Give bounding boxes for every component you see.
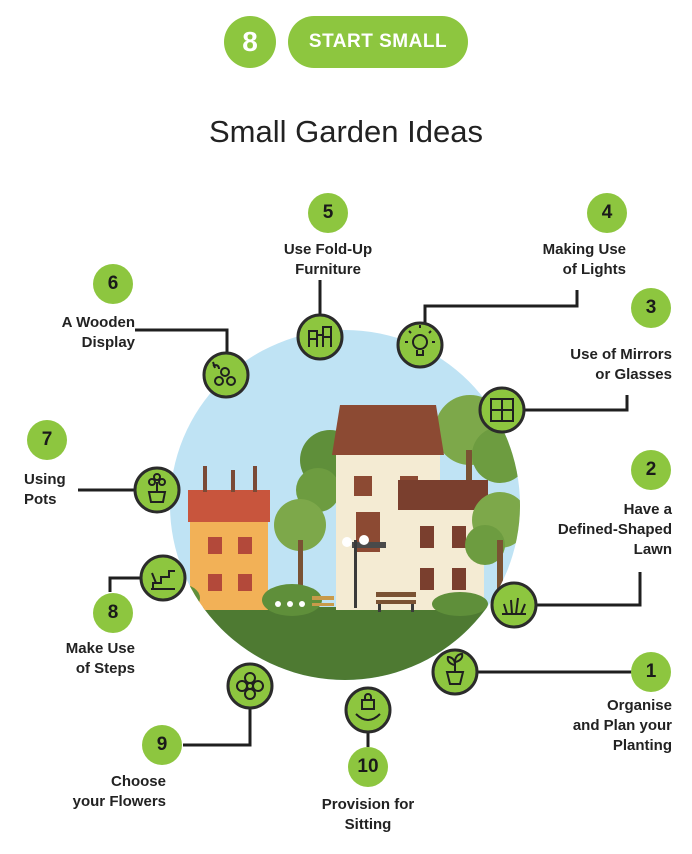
page-title: Small Garden Ideas xyxy=(209,114,483,149)
idea-number-10: 10 xyxy=(348,747,388,787)
idea-number-2: 2 xyxy=(631,450,671,490)
grass-icon xyxy=(502,597,526,615)
flower-icon xyxy=(236,672,264,700)
icon-circle-10 xyxy=(344,686,392,734)
icon-circle-6 xyxy=(202,351,250,399)
icon-circle-1 xyxy=(431,648,479,696)
steps-icon xyxy=(151,570,175,590)
idea-number-1: 1 xyxy=(631,652,671,692)
idea-number-4: 4 xyxy=(587,193,627,233)
icon-circle-9 xyxy=(226,662,274,710)
idea-number-8: 8 xyxy=(93,593,133,633)
wood-logs-icon xyxy=(212,361,236,386)
window-icon xyxy=(490,398,514,422)
icon-circle-2 xyxy=(490,581,538,629)
icon-circle-4 xyxy=(396,321,444,369)
potted-plant-icon xyxy=(147,473,167,503)
bench-icon xyxy=(355,693,381,722)
idea-number-3: 3 xyxy=(631,288,671,328)
header-tag-badge: START SMALL xyxy=(288,16,468,68)
icon-circle-7 xyxy=(133,466,181,514)
light-bulb-icon xyxy=(405,325,435,356)
icon-circle-3 xyxy=(478,386,526,434)
connector-lines xyxy=(78,280,642,747)
header-number-badge: 8 xyxy=(224,16,276,68)
icon-circle-5 xyxy=(296,313,344,361)
icon-circle-8 xyxy=(139,554,187,602)
idea-number-6: 6 xyxy=(93,264,133,304)
idea-number-5: 5 xyxy=(308,193,348,233)
folding-furniture-icon xyxy=(308,326,332,347)
idea-number-9: 9 xyxy=(142,725,182,765)
idea-number-7: 7 xyxy=(27,420,67,460)
plant-pot-icon xyxy=(445,652,465,685)
